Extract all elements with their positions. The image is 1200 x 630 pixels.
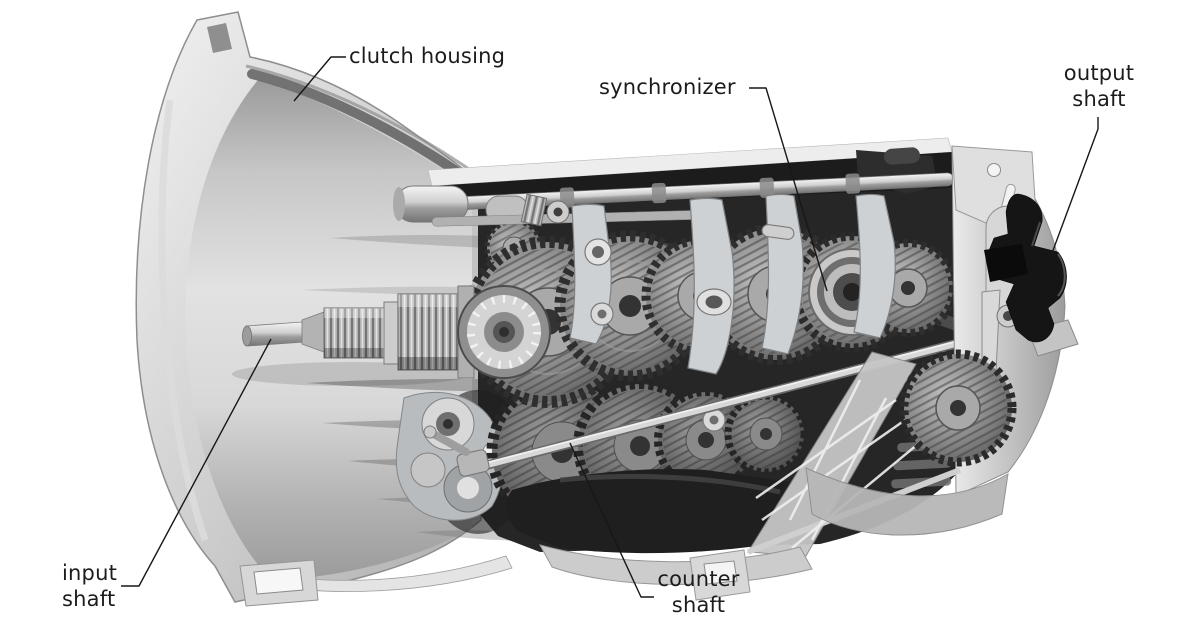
label-counter-shaft: counter shaft [657,567,740,617]
label-clutch-housing: clutch housing [349,44,506,68]
selector-rod [423,327,1007,477]
shift-forks [569,193,896,432]
input-bearing [457,285,551,379]
input-shaft-part [232,285,551,386]
label-input-shaft: input shaft [62,561,118,611]
label-output-shaft: output shaft [1063,61,1135,111]
output-end-gear [899,349,1017,467]
label-synchronizer: synchronizer [599,75,736,99]
